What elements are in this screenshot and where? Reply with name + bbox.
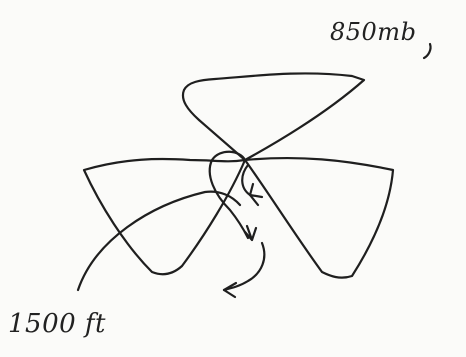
small-curved-arrow-head-icon: [224, 283, 236, 297]
inner-hook-arrow-icon: [250, 184, 262, 197]
altitude-label: 1500 ft: [8, 309, 106, 339]
upper-lobe: [183, 73, 364, 160]
left-lobe: [84, 159, 245, 274]
pressure-level-label: 850mb: [330, 18, 416, 46]
right-lobe: [245, 158, 393, 278]
label-stroke: [424, 44, 431, 58]
inner-hook: [242, 165, 258, 205]
down-arrow-icon: [245, 226, 256, 240]
small-curved-arrow: [224, 243, 264, 290]
